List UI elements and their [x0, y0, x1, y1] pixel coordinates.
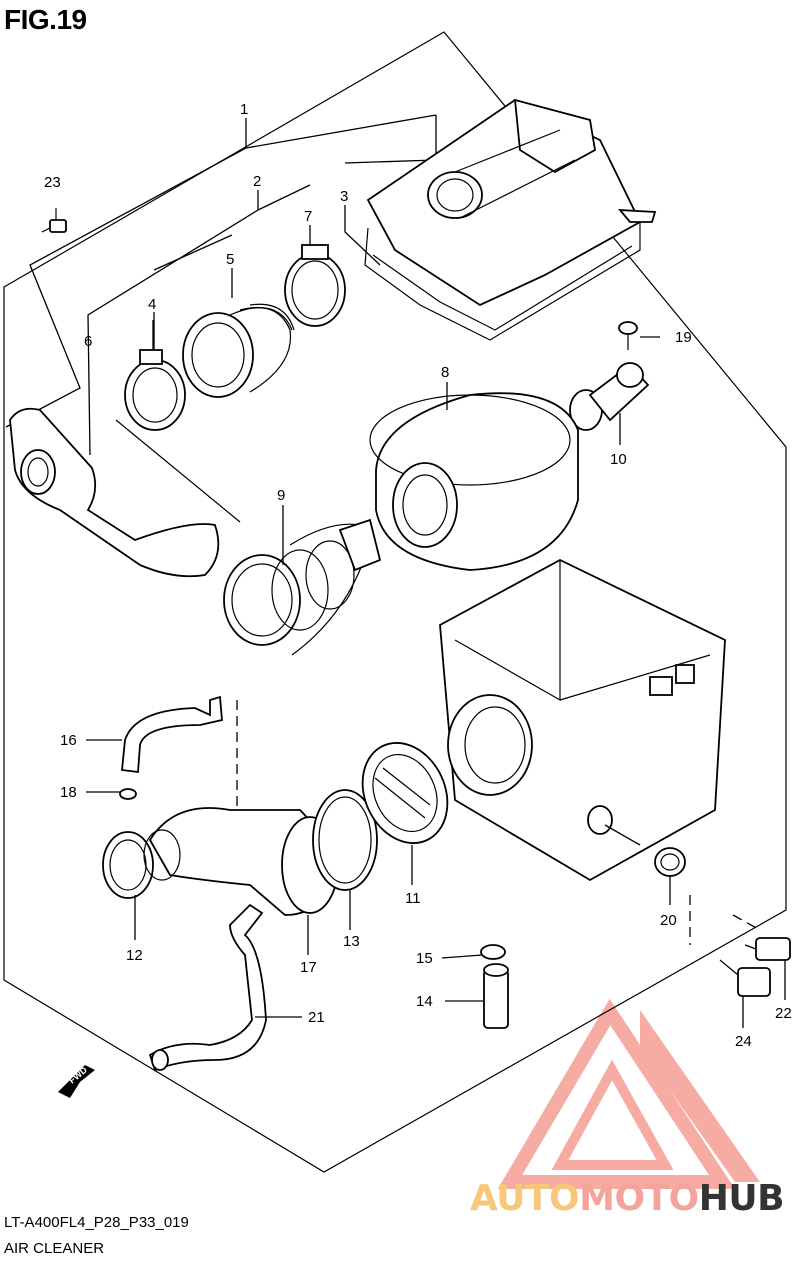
- part-19-screw: [618, 321, 638, 350]
- callout-21: 21: [308, 1009, 325, 1026]
- assembly-outline: [3, 31, 787, 1173]
- part-15-clip: [480, 944, 506, 960]
- part-22-bolt: [744, 937, 791, 961]
- callout-19: 19: [675, 329, 692, 346]
- callout-9: 9: [277, 487, 285, 504]
- part-11-screen: [361, 742, 449, 844]
- callout-20: 20: [660, 912, 677, 929]
- leader-3: [344, 159, 437, 164]
- part-7-clamp: [284, 244, 346, 327]
- figure-title: FIG.19: [4, 4, 87, 35]
- callout-16: 16: [60, 732, 77, 749]
- part-6-inlet-duct: [9, 407, 241, 578]
- callout-10: 10: [610, 451, 627, 468]
- watermark-logo: [497, 998, 760, 1189]
- callout-leaders: [86, 320, 786, 1028]
- callout-24: 24: [735, 1033, 752, 1050]
- callout-3: 3: [340, 188, 348, 205]
- callout-22: 22: [775, 1005, 792, 1022]
- callout-14: 14: [416, 993, 433, 1010]
- leader-1: [5, 118, 247, 428]
- callout-15: 15: [416, 950, 433, 967]
- brand-auto: AUTO: [470, 1178, 580, 1219]
- callout-4: 4: [148, 296, 156, 313]
- brand-moto: MOTO: [579, 1178, 699, 1219]
- footer-model-code: LT-A400FL4_P28_P33_019: [4, 1214, 189, 1231]
- part-8-filter: [369, 392, 579, 571]
- part-13-clamp: [312, 789, 378, 891]
- callout-13: 13: [343, 933, 360, 950]
- callout-17: 17: [300, 959, 317, 976]
- part-4-clamp: [124, 349, 186, 431]
- callout-11: 11: [405, 890, 421, 907]
- brand-hub: HUB: [698, 1178, 785, 1219]
- callout-1: 1: [240, 101, 248, 118]
- part-14-plug: [483, 963, 509, 1029]
- footer-section-name: AIR CLEANER: [4, 1240, 105, 1257]
- callout-7: 7: [304, 208, 312, 225]
- part-18-clip: [119, 788, 137, 800]
- part-12-clamp: [102, 831, 154, 899]
- part-21-drain-hose: [148, 903, 267, 1072]
- callout-6: 6: [84, 333, 92, 350]
- part-9-cage: [223, 518, 382, 656]
- callout-18: 18: [60, 784, 77, 801]
- leader-2: [87, 190, 259, 456]
- part-3-cover: [364, 98, 657, 341]
- part-17-intake-tube: [143, 807, 339, 916]
- part-5-hose: [182, 303, 295, 398]
- callout-5: 5: [226, 251, 234, 268]
- fwd-direction-arrow: [58, 1065, 95, 1098]
- callout-23: 23: [44, 174, 61, 191]
- part-23-bolt: [41, 208, 67, 233]
- watermark-brand-text: AUTOMOTOHUB: [470, 1178, 785, 1219]
- part-10-plug: [569, 362, 650, 431]
- part-24-fitting: [719, 959, 771, 997]
- callout-12: 12: [126, 947, 143, 964]
- part-20-grommet: [654, 847, 686, 877]
- part-16-hose: [121, 695, 223, 774]
- callout-2: 2: [253, 173, 261, 190]
- air-cleaner-case: [439, 558, 726, 882]
- callout-8: 8: [441, 364, 449, 381]
